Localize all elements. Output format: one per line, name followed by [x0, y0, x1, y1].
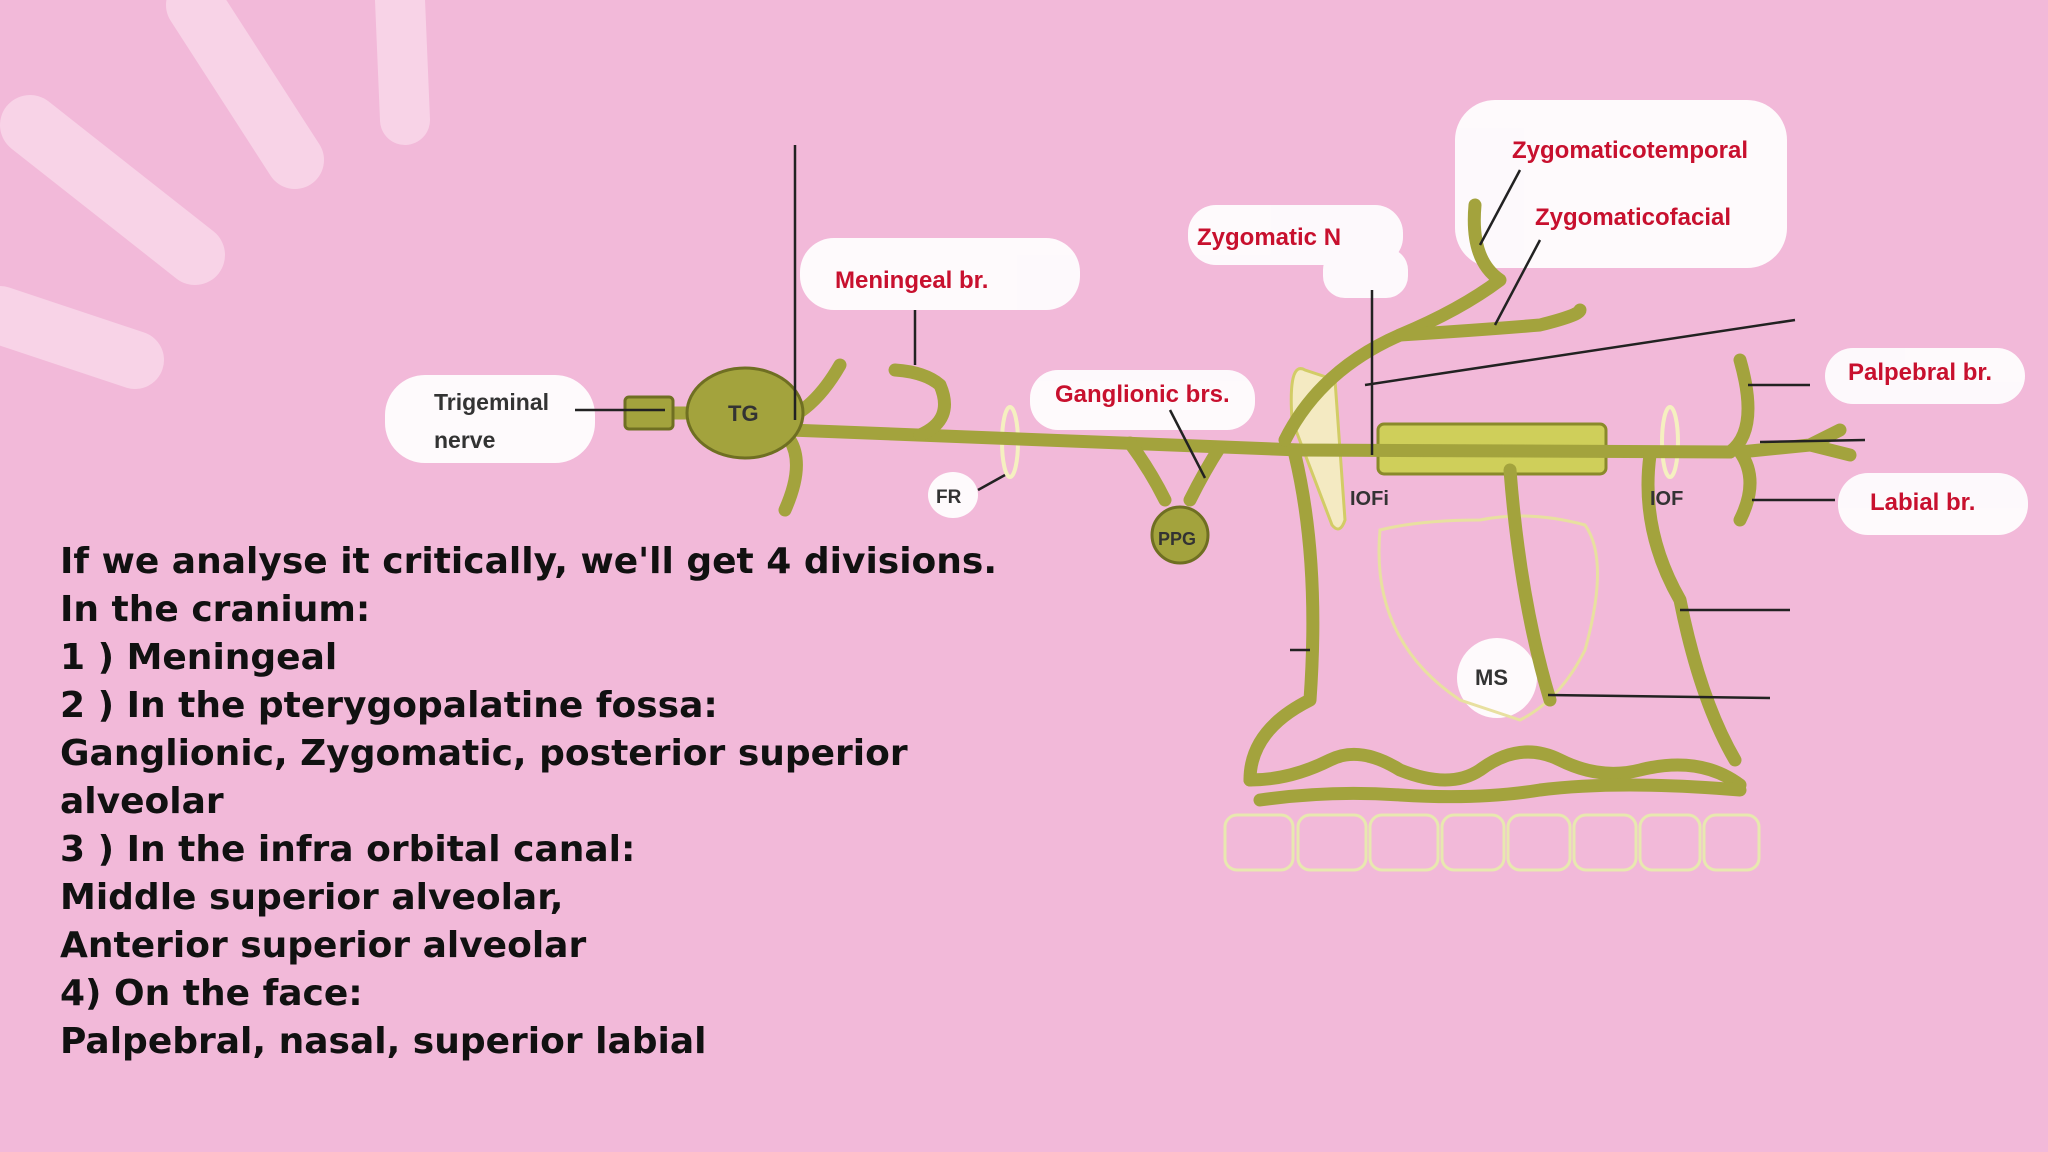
label-trigeminal-nerve-line1: Trigeminal — [434, 389, 549, 415]
pointer-lines — [575, 145, 1866, 700]
label-tg: TG — [728, 401, 759, 426]
label-zygomaticofacial: Zygomaticofacial — [1535, 204, 1731, 231]
text-line-face: 4) On the face: — [60, 973, 363, 1014]
pterygopalatine-ganglion — [1150, 505, 1210, 565]
label-meningeal-br: Meningeal br. — [835, 267, 988, 294]
label-ganglionic-brs: Ganglionic brs. — [1055, 381, 1230, 408]
label-zygomaticotemporal: Zygomaticotemporal — [1512, 137, 1748, 164]
label-bubbles — [385, 100, 2028, 718]
label-zygomatic-n: Zygomatic N — [1197, 224, 1341, 251]
text-line-face-branches: Palpebral, nasal, superior labial — [60, 1021, 707, 1062]
text-line-ganglionic: Ganglionic, Zygomatic, posterior superio… — [60, 733, 908, 774]
text-line-infraorbital: 3 ) In the infra orbital canal: — [60, 829, 636, 870]
label-iof: IOF — [1650, 488, 1683, 510]
text-line-pterygopalatine: 2 ) In the pterygopalatine fossa: — [60, 685, 718, 726]
text-line-middle-superior: Middle superior alveolar, — [60, 877, 564, 918]
trigeminal-ganglion — [623, 366, 805, 460]
label-palpebral-br: Palpebral br. — [1848, 359, 1992, 386]
text-line-anterior-superior: Anterior superior alveolar — [60, 925, 587, 966]
teeth — [1223, 813, 1761, 872]
label-ms: MS — [1475, 665, 1508, 690]
decorative-streaks — [0, 0, 430, 389]
divisions-text: If we analyse it critically, we'll get 4… — [60, 538, 1060, 1066]
text-line-intro: If we analyse it critically, we'll get 4… — [60, 541, 998, 582]
label-trigeminal-nerve-line2: nerve — [434, 427, 495, 453]
text-line-cranium: In the cranium: — [60, 589, 371, 630]
text-line-alveolar: alveolar — [60, 781, 224, 822]
label-fr: FR — [936, 487, 962, 508]
label-labial-br: Labial br. — [1870, 489, 1975, 516]
text-line-meningeal: 1 ) Meningeal — [60, 637, 338, 678]
label-iofi: IOFi — [1350, 488, 1389, 510]
label-ppg: PPG — [1158, 529, 1196, 549]
